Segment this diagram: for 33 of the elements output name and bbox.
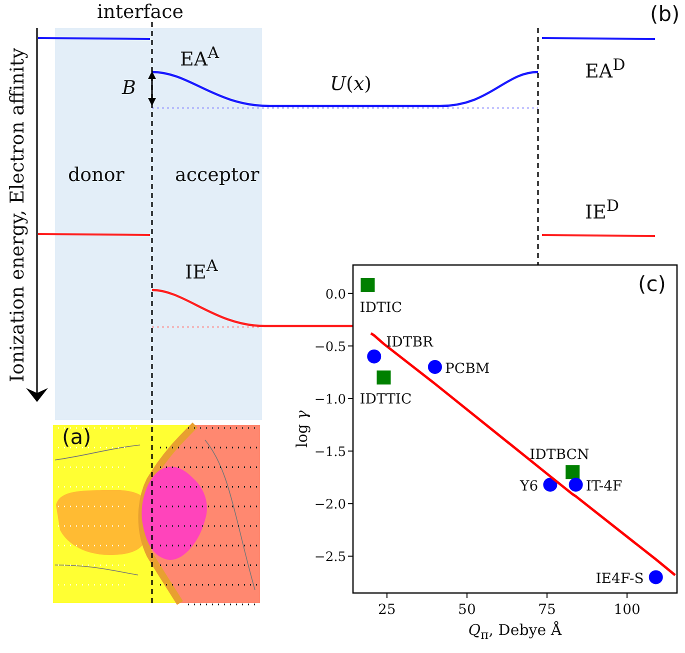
panel-label: (c) (638, 273, 666, 296)
tick-label: −1.5 (314, 445, 346, 460)
curve-label: U(x) (330, 74, 372, 95)
point-label: IT-4F (586, 478, 622, 495)
energy-level-label: EA$^{A}$ (180, 44, 220, 70)
tick-label: −1.0 (314, 392, 346, 408)
axis-label: Q$_{π}$, Debye Å (468, 622, 562, 642)
tick-label: 100 (614, 602, 640, 618)
tick-label: −2.0 (314, 498, 346, 513)
tick-label: 0.0 (325, 287, 346, 302)
tick-label: 25 (378, 602, 396, 618)
point-label: IDTBCN (530, 447, 590, 464)
tick-label: 75 (538, 602, 556, 618)
point-label: IDTIC (360, 300, 402, 316)
axis-label: Ionization energy, Electron affinity (8, 48, 28, 382)
point-label: Y6 (520, 478, 538, 495)
point-label: IE4F-S (596, 571, 644, 588)
tick-label: −0.5 (314, 340, 346, 355)
panel-label: (b) (650, 3, 680, 26)
region-label: interface (97, 2, 184, 23)
region-label: donor (68, 165, 124, 186)
tick-label: −2.5 (314, 550, 346, 566)
panel-label: (a) (62, 426, 92, 450)
dimension-label: B (122, 78, 136, 99)
region-label: acceptor (175, 165, 260, 186)
point-label: IDTBR (386, 334, 434, 350)
axis-label: log γ (294, 410, 310, 448)
tick-label: 50 (458, 602, 476, 618)
energy-level-label: EA$^{D}$ (585, 56, 626, 82)
point-label: PCBM (444, 360, 490, 377)
energy-level-label: IE$^{D}$ (585, 197, 620, 224)
point-label: IDTTIC (360, 391, 412, 408)
energy-level-label: IE$^{A}$ (185, 257, 218, 284)
